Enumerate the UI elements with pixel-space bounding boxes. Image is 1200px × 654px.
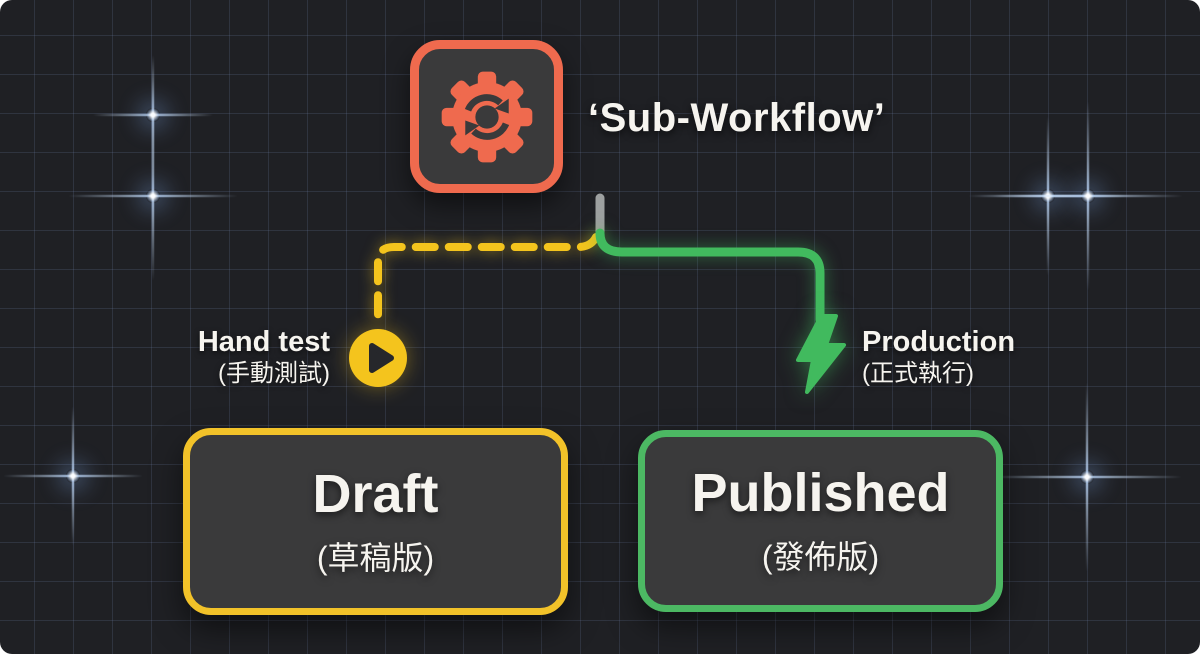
- production-label-group: Production (正式執行): [862, 326, 1015, 388]
- play-icon: [348, 328, 408, 388]
- sync-gear-icon: [441, 71, 532, 162]
- sub-workflow-node: [410, 40, 563, 193]
- hand-test-label-group: Hand test (手動測試): [118, 326, 330, 388]
- hand-test-connector: [374, 233, 600, 330]
- published-label: Published: [691, 463, 950, 523]
- draft-sublabel: (草稿版): [316, 539, 435, 576]
- hand-test-sublabel: (手動測試): [218, 360, 330, 387]
- draft-node: Draft (草稿版): [183, 428, 568, 615]
- lightning-icon: [795, 314, 847, 394]
- production-label: Production: [862, 326, 1016, 358]
- diagram-title: ‘Sub-Workflow’: [588, 96, 886, 140]
- production-sublabel: (正式執行): [862, 360, 974, 387]
- published-sublabel: (發佈版): [761, 539, 880, 575]
- production-connector: [595, 228, 825, 325]
- hand-test-label: Hand test: [197, 326, 330, 358]
- published-node: Published (發佈版): [638, 430, 1003, 612]
- draft-label: Draft: [312, 463, 439, 524]
